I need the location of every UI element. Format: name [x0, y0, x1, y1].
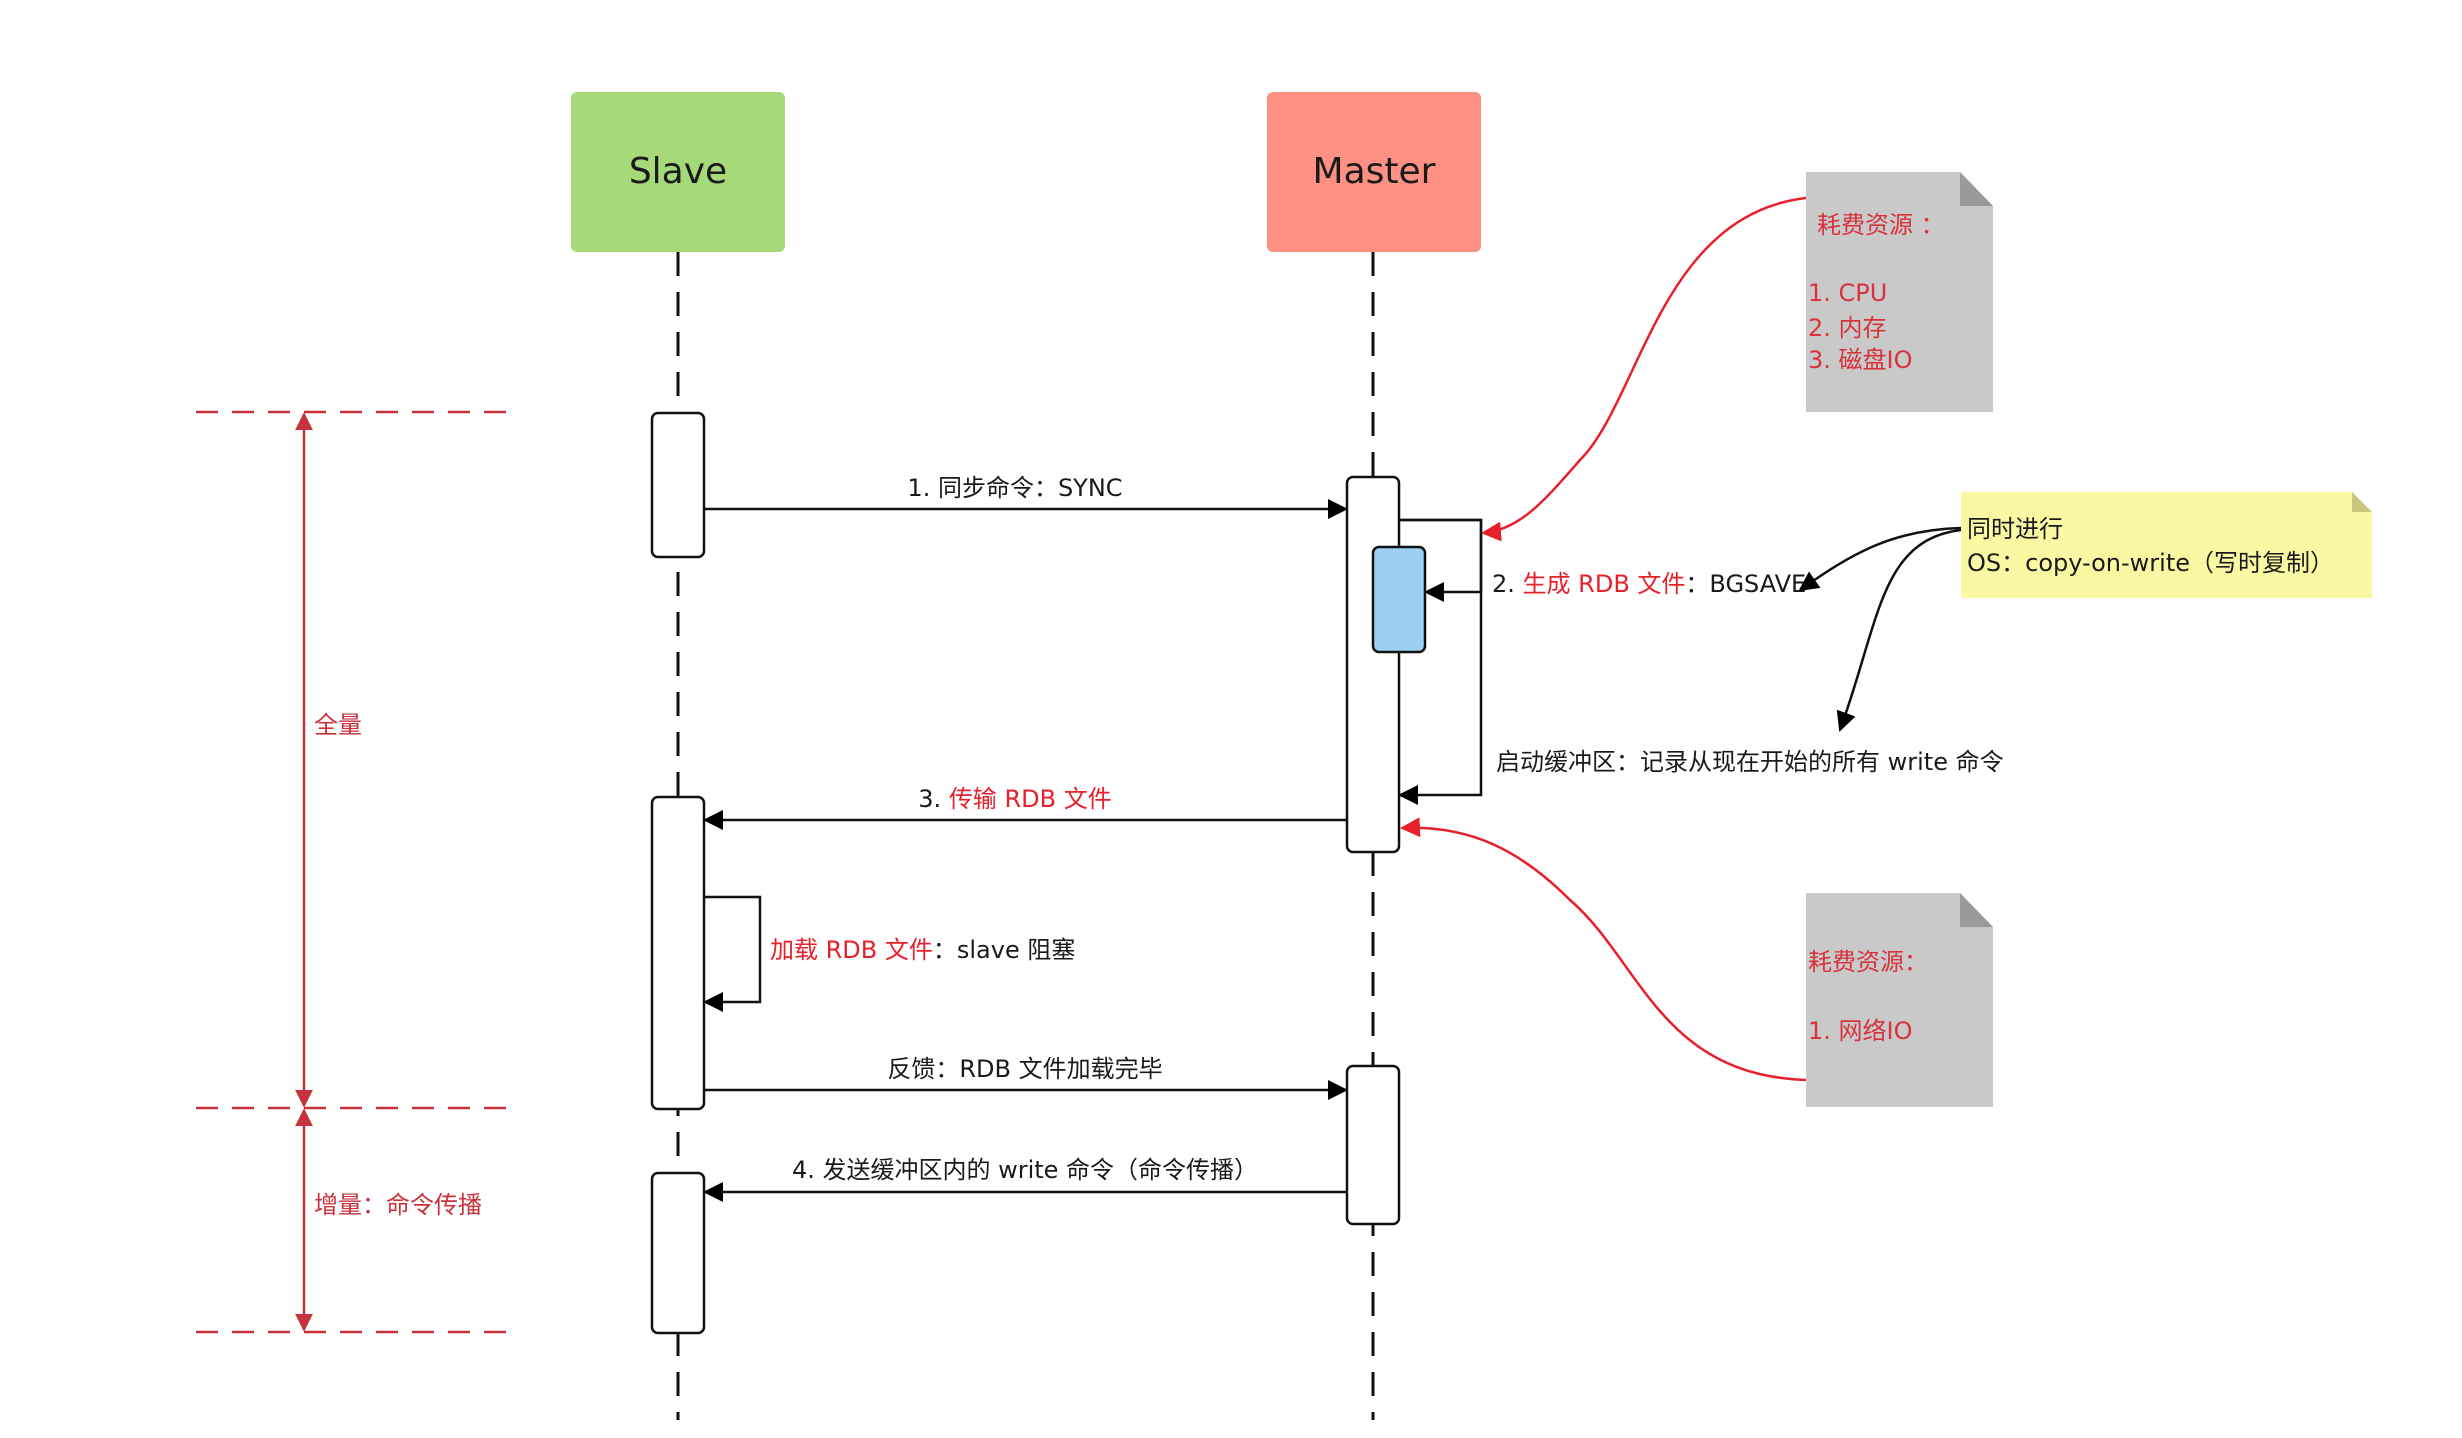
- message-bgsave-suffix: ：BGSAVE: [1685, 570, 1806, 598]
- note-concurrent-line-2: OS：copy-on-write（写时复制）: [1967, 549, 2334, 577]
- note-cost-network: [1806, 893, 1993, 1107]
- phase-incremental-label: 增量：命令传播: [314, 1191, 482, 1219]
- master-actor-label: Master: [1313, 151, 1436, 192]
- slave-actor: [571, 92, 785, 252]
- note-cost-cpu-item-2: 2. 内存: [1808, 314, 1887, 342]
- slave-activation-load: [650, 795, 706, 1111]
- message-buffer-arrow: [1398, 518, 1483, 805]
- connector-cost-network-to-transfer: [1400, 817, 1807, 1082]
- message-load-arrow: [703, 895, 762, 1012]
- master-activation-propagate: [1345, 1064, 1401, 1226]
- note-cost-cpu: [1806, 172, 1993, 412]
- note-concurrent-fold: [2352, 492, 2372, 512]
- message-bgsave-prefix: 2.: [1492, 570, 1523, 598]
- message-feedback-label: 反馈：RDB 文件加载完毕: [887, 1055, 1162, 1083]
- message-sync-label: 1. 同步命令：SYNC: [907, 474, 1122, 502]
- note-cost-cpu-fold: [1960, 172, 1993, 206]
- slave-activation-propagate: [650, 1171, 706, 1335]
- slave-actor-label: Slave: [629, 151, 727, 192]
- slave-activation-sync: [650, 411, 706, 559]
- message-transfer-label: 3. 传输 RDB 文件: [918, 785, 1111, 813]
- message-transfer-prefix: 3.: [918, 785, 949, 813]
- note-cost-cpu-item-1: 1. CPU: [1808, 279, 1887, 307]
- message-propagate-label: 4. 发送缓冲区内的 write 命令（命令传播）: [792, 1156, 1258, 1184]
- master-sub-activation-bgsave: [1371, 545, 1427, 654]
- master-activation-sync: [1345, 475, 1401, 854]
- note-cost-cpu-item-3: 3. 磁盘IO: [1808, 346, 1913, 374]
- phase-full-label: 全量: [314, 711, 362, 739]
- message-load-red: 加载 RDB 文件: [770, 936, 933, 964]
- connector-concurrent-to-buffer: [1836, 528, 1962, 732]
- note-concurrent: [1961, 492, 2372, 598]
- note-cost-network-fold: [1960, 893, 1993, 927]
- note-cost-network-item-1: 1. 网络IO: [1808, 1017, 1913, 1045]
- message-load-suffix: ：slave 阻塞: [933, 936, 1075, 964]
- message-transfer-red: 传输 RDB 文件: [949, 785, 1112, 813]
- note-concurrent-line-1: 同时进行: [1967, 515, 2063, 543]
- message-bgsave-red: 生成 RDB 文件: [1523, 570, 1686, 598]
- master-actor: [1267, 92, 1481, 252]
- message-load-label: 加载 RDB 文件：slave 阻塞: [770, 936, 1075, 964]
- note-cost-network-title: 耗费资源：: [1808, 948, 1928, 976]
- message-bgsave-label: 2. 生成 RDB 文件：BGSAVE: [1492, 570, 1806, 598]
- message-buffer-label: 启动缓冲区：记录从现在开始的所有 write 命令: [1496, 748, 2004, 776]
- connector-cost-cpu-to-bgsave: [1481, 196, 1807, 542]
- connector-concurrent-to-bgsave: [1798, 526, 1962, 592]
- note-cost-cpu-title: 耗费资源 ：: [1817, 211, 1945, 239]
